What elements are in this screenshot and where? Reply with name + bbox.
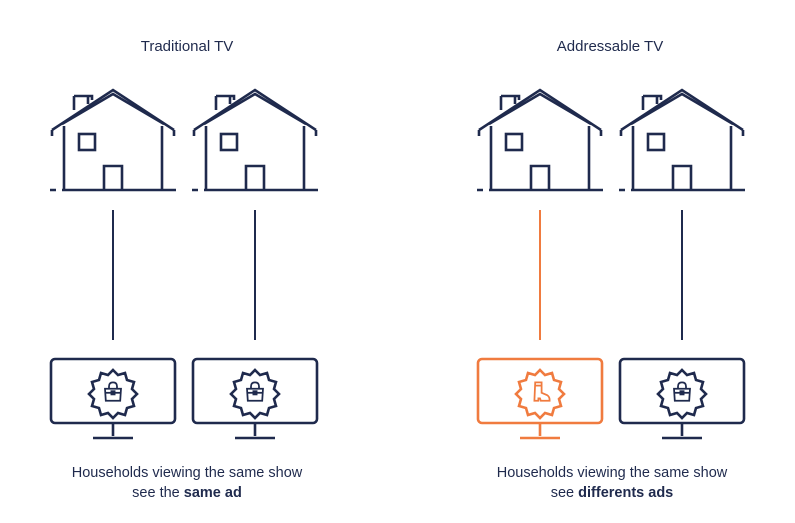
caption-line-1: Households viewing the same show (496, 465, 728, 481)
caption-prefix: see the (132, 485, 184, 501)
tv-icon (48, 356, 178, 446)
handbag-icon (670, 380, 694, 404)
connector-line (254, 210, 256, 340)
house-icon (48, 82, 178, 202)
caption-line-1: Households viewing the same show (71, 465, 303, 481)
traditional-tv-caption: Households viewing the same show see the… (17, 463, 357, 503)
boot-icon (528, 380, 552, 404)
caption-prefix: see (550, 485, 579, 501)
house-icon (617, 82, 747, 202)
connector-line (681, 210, 683, 340)
caption-line-2: see differents ads (442, 483, 782, 503)
addressable-tv-title: Addressable TV (556, 38, 664, 55)
traditional-tv-title: Traditional TV (140, 38, 234, 55)
addressable-tv-caption: Households viewing the same show see dif… (442, 463, 782, 503)
tv-icon (190, 356, 320, 446)
caption-emphasis: same ad (183, 485, 242, 501)
house-icon (475, 82, 605, 202)
caption-emphasis: differents ads (578, 485, 674, 501)
tv-icon-highlight (475, 356, 605, 446)
connector-line-highlight (539, 210, 541, 340)
house-icon (190, 82, 320, 202)
handbag-icon (243, 380, 267, 404)
connector-line (112, 210, 114, 340)
handbag-icon (101, 380, 125, 404)
tv-icon (617, 356, 747, 446)
caption-line-2: see the same ad (17, 483, 357, 503)
